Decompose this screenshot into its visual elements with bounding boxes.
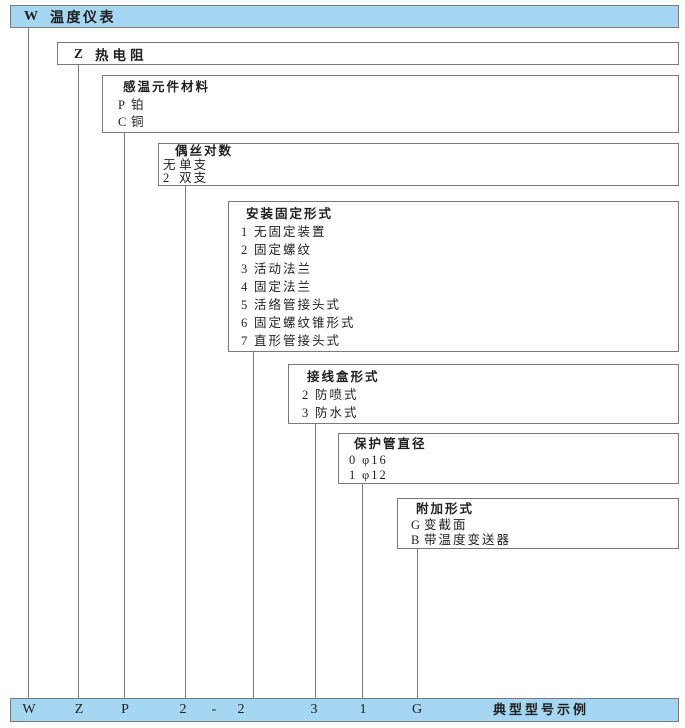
item-code: 3 bbox=[302, 406, 309, 421]
box-item: 2 固定螺纹 bbox=[241, 241, 678, 259]
bottom-caption: 典型型号示例 bbox=[492, 702, 590, 717]
z-box-code: Z bbox=[74, 45, 84, 61]
connector-line bbox=[28, 28, 29, 698]
item-code: 5 bbox=[241, 298, 248, 313]
bottom-code-additional: G bbox=[411, 702, 423, 717]
item-code: 2 bbox=[302, 388, 309, 403]
item-label: 单支 bbox=[179, 157, 209, 172]
top-bar: W 温度仪表 bbox=[10, 5, 679, 28]
box-item: 3 防水式 bbox=[302, 404, 678, 422]
connector-line bbox=[185, 186, 186, 698]
item-label: 固定螺纹 bbox=[254, 243, 313, 258]
connector-line bbox=[124, 133, 125, 698]
item-label: 活络管接头式 bbox=[254, 298, 342, 313]
connector-line bbox=[417, 549, 418, 698]
box-item: 1 φ12 bbox=[349, 468, 678, 484]
box-header: 保护管直径 bbox=[354, 437, 427, 451]
bottom-code-dash: - bbox=[211, 702, 217, 717]
top-bar-code: W bbox=[24, 8, 38, 24]
item-code: 2 bbox=[163, 171, 170, 185]
item-label: 防喷式 bbox=[315, 388, 359, 403]
top-bar-label: 温度仪表 bbox=[50, 10, 116, 26]
box-item: 3 活动法兰 bbox=[241, 260, 678, 278]
item-label: φ16 bbox=[362, 452, 388, 467]
connector-line bbox=[78, 65, 79, 698]
item-code: 无 bbox=[163, 157, 176, 172]
box-item: 0 φ16 bbox=[349, 453, 678, 469]
box-item: B 带温度变送器 bbox=[411, 533, 678, 549]
item-label: 双支 bbox=[179, 171, 209, 185]
item-code: C bbox=[118, 115, 127, 129]
item-code: G bbox=[411, 517, 421, 532]
connector-line bbox=[253, 352, 254, 698]
box-item: 2 双支 bbox=[163, 171, 678, 186]
item-label: 固定法兰 bbox=[254, 279, 313, 294]
item-label: 带温度变送器 bbox=[424, 533, 512, 547]
item-code: P bbox=[118, 97, 125, 112]
wire-pairs-box: 偶丝对数 无 单支 2 双支 bbox=[158, 143, 679, 186]
bottom-code-mounting: 2 bbox=[237, 702, 245, 717]
item-code: 0 bbox=[349, 452, 356, 467]
item-code: 7 bbox=[241, 334, 248, 349]
thermal-resistance-box: Z 热电阻 bbox=[57, 42, 679, 65]
bottom-code-diameter: 1 bbox=[359, 702, 367, 717]
item-label: 铂 bbox=[131, 97, 146, 112]
connector-line bbox=[362, 484, 363, 698]
box-item: 1 无固定装置 bbox=[241, 223, 678, 241]
box-header: 偶丝对数 bbox=[175, 144, 234, 158]
bottom-code-p: P bbox=[121, 702, 129, 717]
item-label: 直形管接头式 bbox=[254, 334, 342, 349]
box-item: 7 直形管接头式 bbox=[241, 332, 678, 350]
box-item: 2 防喷式 bbox=[302, 386, 678, 404]
item-code: 1 bbox=[241, 225, 248, 240]
item-label: 无固定装置 bbox=[254, 225, 327, 240]
item-label: φ12 bbox=[362, 468, 388, 482]
bottom-code-w: W bbox=[22, 702, 36, 717]
bottom-code-junction: 3 bbox=[310, 702, 318, 717]
bottom-code-z: Z bbox=[74, 702, 84, 717]
item-label: 活动法兰 bbox=[254, 261, 313, 276]
box-header: 安装固定形式 bbox=[246, 207, 334, 221]
box-header: 感温元件材料 bbox=[123, 80, 211, 94]
box-item: 无 单支 bbox=[163, 157, 678, 173]
box-item: 4 固定法兰 bbox=[241, 278, 678, 296]
z-box-label: 热电阻 bbox=[95, 47, 148, 63]
item-code: 2 bbox=[241, 243, 248, 258]
box-header: 接线盒形式 bbox=[307, 370, 380, 384]
item-code: B bbox=[411, 533, 420, 547]
item-code: 4 bbox=[241, 279, 248, 294]
box-item: 6 固定螺纹锥形式 bbox=[241, 314, 678, 332]
item-code: 3 bbox=[241, 261, 248, 276]
bottom-bar: W Z P 2 - 2 3 1 G 典型型号示例 bbox=[10, 698, 679, 722]
connector-line bbox=[315, 424, 316, 698]
item-label: 铜 bbox=[131, 115, 146, 129]
item-code: 6 bbox=[241, 316, 248, 331]
bottom-code-pairs: 2 bbox=[179, 702, 187, 717]
box-item: 5 活络管接头式 bbox=[241, 296, 678, 314]
item-label: 变截面 bbox=[424, 517, 468, 532]
box-header: 附加形式 bbox=[416, 502, 475, 516]
item-label: 防水式 bbox=[315, 406, 359, 421]
item-code: 1 bbox=[349, 468, 356, 482]
junction-box-form-box: 接线盒形式 2 防喷式 3 防水式 bbox=[288, 364, 679, 424]
tube-diameter-box: 保护管直径 0 φ16 1 φ12 bbox=[338, 433, 679, 484]
item-label: 固定螺纹锥形式 bbox=[254, 316, 356, 331]
